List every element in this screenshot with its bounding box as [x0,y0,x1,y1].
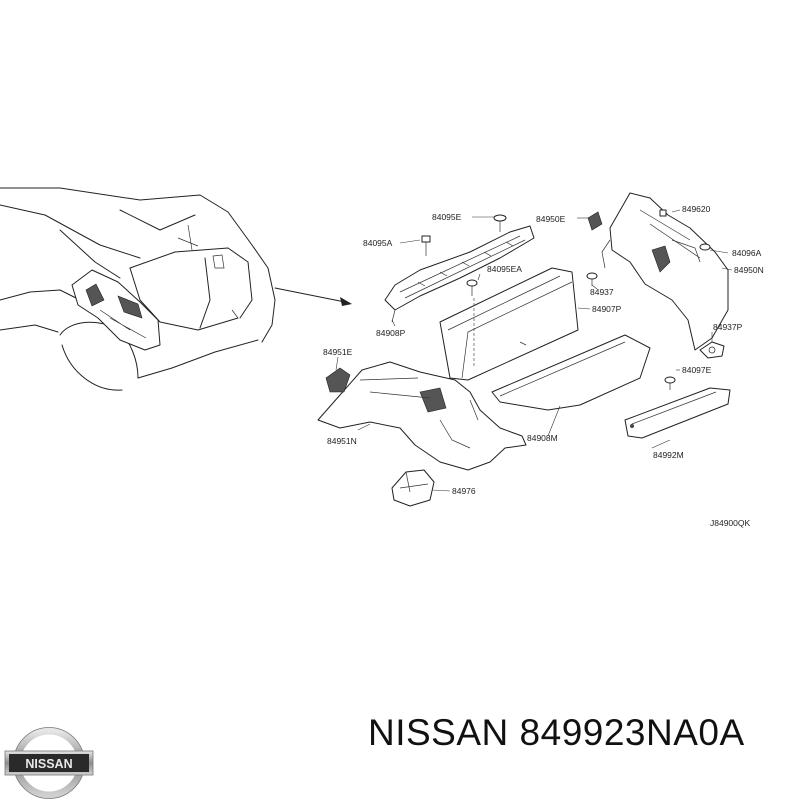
part-84908P-rail [384,225,535,323]
label-84097E: 84097E [682,365,712,375]
label-84937P: 84937P [713,322,743,332]
label-84937: 84937 [590,287,614,297]
label-84907P: 84907P [592,304,622,314]
part-84908M-mat [491,334,651,411]
logo-wordmark: NISSAN [25,757,72,771]
label-84908P: 84908P [376,328,406,338]
label-84095EA: 84095EA [487,264,522,274]
label-84095E: 84095E [432,212,462,222]
drawing-code: J84900QK [710,518,750,528]
label-84095A: 84095A [363,238,393,248]
clip-84096A [699,243,711,251]
part-84951N-side-trim [317,361,527,471]
label-84992M: 84992M [653,450,684,460]
label-84976: 84976 [452,486,476,496]
label-84096A: 84096A [732,248,762,258]
clip-84095A [421,235,431,256]
clip-84095E [493,214,507,232]
part-number-caption: NISSAN 849923NA0A [368,712,745,753]
part-84976-box [391,469,435,507]
part-84907P-board [439,267,579,381]
part-84937P-hook [699,341,725,359]
clip-84097E [664,376,676,390]
clip-84937 [586,272,598,286]
nissan-logo: NISSAN [4,727,94,799]
label-84950N: 84950N [734,265,764,275]
part-84992M-finisher [624,387,731,439]
label-84951E: 84951E [323,347,353,357]
clip-849620 [659,209,667,217]
label-84951N: 84951N [327,436,357,446]
clip-84095EA [466,279,478,296]
leader-lines [335,209,733,492]
car-rear-overview [0,187,276,391]
part-84950N-side-trim [601,192,729,351]
part-84951E [325,367,351,393]
part-labels: 84095E 84095A 84095EA 84908P 84950E 8496… [323,204,764,528]
direction-arrow [274,287,352,306]
clip-84950E [587,211,603,231]
label-84908M: 84908M [527,433,558,443]
label-849620: 849620 [682,204,711,214]
label-84950E: 84950E [536,214,566,224]
